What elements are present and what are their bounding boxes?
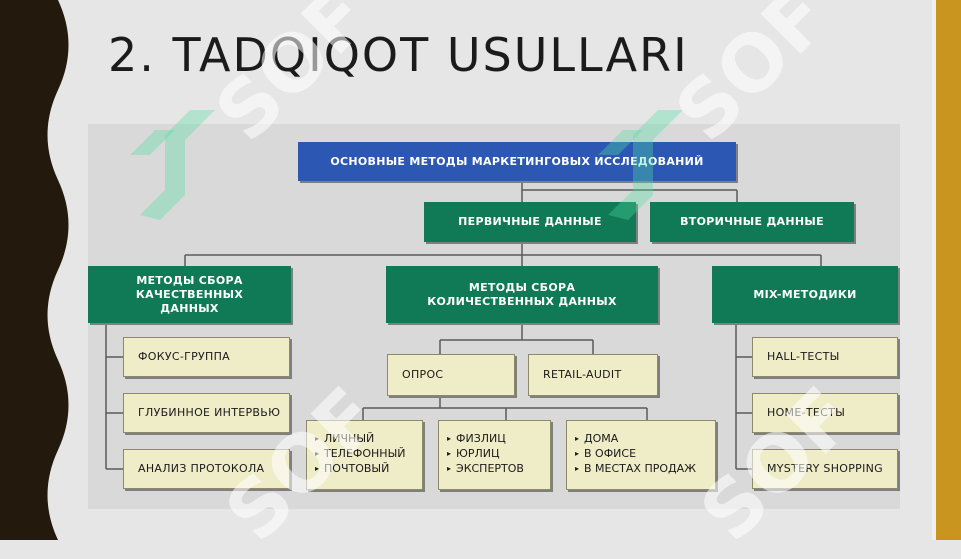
root-methods-label: ОСНОВНЫЕ МЕТОДЫ МАРКЕТИНГОВЫХ ИССЛЕДОВАН… [330,154,704,168]
list-item: ДОМА [575,432,707,447]
mix-methods-label: MIX-МЕТОДИКИ [753,287,857,301]
diagram-panel: ОСНОВНЫЕ МЕТОДЫ МАРКЕТИНГОВЫХ ИССЛЕДОВАН… [88,124,900,509]
survey-modes-list: ЛИЧНЫЙ ТЕЛЕФОННЫЙ ПОЧТОВЫЙ [315,432,414,477]
list-item: ЛИЧНЫЙ [315,432,414,447]
survey-label: ОПРОС [402,368,444,381]
qualitative-item-label: АНАЛИЗ ПРОТОКОЛА [138,462,265,475]
respondent-types-box: ФИЗЛИЦ ЮРЛИЦ ЭКСПЕРТОВ [438,420,551,490]
qualitative-item-label: ФОКУС-ГРУППА [138,350,231,363]
connector-lines [105,181,822,470]
mix-item: MYSTERY SHOPPING [752,449,898,489]
survey-box: ОПРОС [387,354,515,396]
respondent-types-list: ФИЗЛИЦ ЮРЛИЦ ЭКСПЕРТОВ [447,432,542,477]
list-item: В МЕСТАХ ПРОДАЖ [575,462,707,477]
left-decorative-strip [0,0,69,540]
right-strip-edge [932,0,936,540]
qualitative-item: ГЛУБИННОЕ ИНТЕРВЬЮ [123,393,290,433]
retail-audit-box: RETAIL-AUDIT [528,354,658,396]
qualitative-item: АНАЛИЗ ПРОТОКОЛА [123,449,290,489]
list-item: В ОФИСЕ [575,447,707,462]
slide-title: 2. TADQIQOT USULLARI [108,28,689,82]
quantitative-methods-box: МЕТОДЫ СБОРА КОЛИЧЕСТВЕННЫХ ДАННЫХ [386,266,658,323]
list-item: ПОЧТОВЫЙ [315,462,414,477]
qualitative-methods-box: МЕТОДЫ СБОРА КАЧЕСТВЕННЫХ ДАННЫХ [88,266,291,323]
retail-audit-label: RETAIL-AUDIT [543,368,622,381]
root-methods-box: ОСНОВНЫЕ МЕТОДЫ МАРКЕТИНГОВЫХ ИССЛЕДОВАН… [298,142,736,181]
list-item: ЭКСПЕРТОВ [447,462,542,477]
primary-data-label: ПЕРВИЧНЫЕ ДАННЫЕ [458,215,602,228]
list-item: ФИЗЛИЦ [447,432,542,447]
right-accent-strip [936,0,961,540]
list-item: ТЕЛЕФОННЫЙ [315,447,414,462]
secondary-data-label: ВТОРИЧНЫЕ ДАННЫЕ [680,215,824,228]
mix-item-label: HOME-ТЕСТЫ [767,406,846,419]
qualitative-methods-label: МЕТОДЫ СБОРА КАЧЕСТВЕННЫХ ДАННЫХ [135,273,244,315]
mix-item: HOME-ТЕСТЫ [752,393,898,433]
list-item: ЮРЛИЦ [447,447,542,462]
quantitative-methods-label: МЕТОДЫ СБОРА КОЛИЧЕСТВЕННЫХ ДАННЫХ [427,280,617,308]
mix-item: HALL-ТЕСТЫ [752,337,898,377]
qualitative-item-label: ГЛУБИННОЕ ИНТЕРВЬЮ [138,406,281,419]
mix-item-label: MYSTERY SHOPPING [767,462,883,475]
mix-methods-box: MIX-МЕТОДИКИ [712,266,898,323]
locations-list: ДОМА В ОФИСЕ В МЕСТАХ ПРОДАЖ [575,432,707,477]
survey-modes-box: ЛИЧНЫЙ ТЕЛЕФОННЫЙ ПОЧТОВЫЙ [306,420,423,490]
qualitative-item: ФОКУС-ГРУППА [123,337,290,377]
mix-item-label: HALL-ТЕСТЫ [767,350,840,363]
primary-data-box: ПЕРВИЧНЫЕ ДАННЫЕ [424,202,636,242]
locations-box: ДОМА В ОФИСЕ В МЕСТАХ ПРОДАЖ [566,420,716,490]
secondary-data-box: ВТОРИЧНЫЕ ДАННЫЕ [650,202,854,242]
